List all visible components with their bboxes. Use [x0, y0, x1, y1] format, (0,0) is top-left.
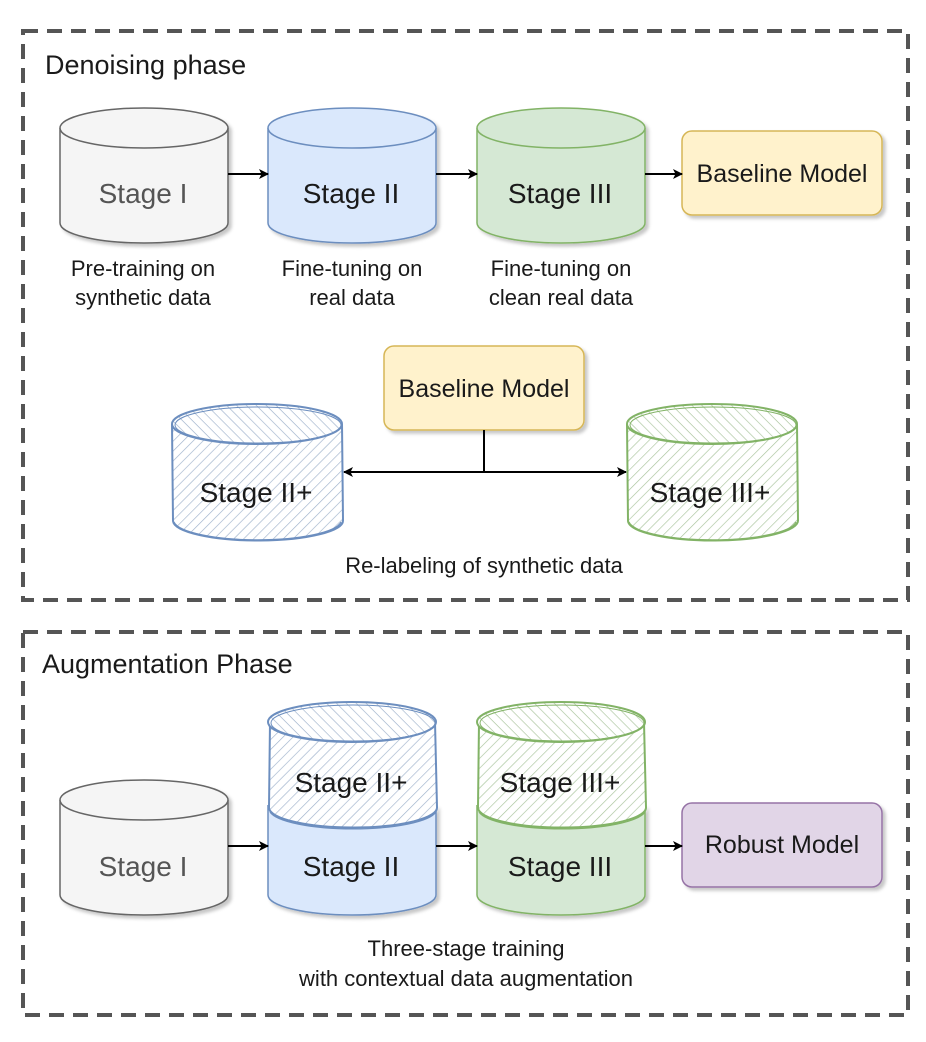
aug-stage3plus-label: Stage III+	[500, 767, 621, 798]
aug-stage1-label: Stage I	[99, 851, 188, 882]
aug-stage3-label: Stage III	[508, 851, 612, 882]
denoise-stage3-label: Stage III	[508, 178, 612, 209]
stage2-caption-line2: real data	[309, 285, 395, 310]
aug-stage1-cylinder	[59, 779, 229, 916]
denoising-phase-border	[21, 29, 910, 602]
denoising-phase-title: Denoising phase	[45, 50, 246, 80]
stage3-caption-line2: clean real data	[489, 285, 634, 310]
augmentation-phase-title: Augmentation Phase	[42, 649, 293, 679]
robust-model-label: Robust Model	[705, 831, 859, 859]
baseline-model-label: Baseline Model	[697, 160, 868, 188]
relabel-baseline-model-label: Baseline Model	[399, 375, 570, 403]
denoise-stage2-cylinder	[267, 107, 437, 244]
denoise-stage1-cylinder	[59, 107, 229, 244]
stage3-caption-line1: Fine-tuning on	[491, 256, 632, 281]
stage1-caption-line2: synthetic data	[75, 285, 212, 310]
denoise-stage2plus-label: Stage II+	[200, 477, 313, 508]
denoise-stage3-cylinder	[476, 107, 646, 244]
aug-stage2plus-label: Stage II+	[295, 767, 408, 798]
stage1-caption-line1: Pre-training on	[71, 256, 215, 281]
denoise-stage1-label: Stage I	[99, 178, 188, 209]
augmentation-phase-panel: Augmentation Phase Stage I Stage II+ Sta…	[21, 630, 910, 1017]
relabel-caption: Re-labeling of synthetic data	[345, 553, 623, 578]
denoise-stage2-label: Stage II	[303, 178, 400, 209]
denoising-phase-panel: Denoising phase Stage I Stage II Stage I…	[21, 29, 910, 602]
denoise-stage3plus-label: Stage III+	[650, 477, 771, 508]
augmentation-phase-border	[21, 630, 910, 1017]
aug-caption-line1: Three-stage training	[368, 936, 565, 961]
aug-stage2-label: Stage II	[303, 851, 400, 882]
aug-stage3plus-cylinder	[476, 701, 648, 830]
denoise-stage3plus-cylinder	[626, 403, 800, 542]
aug-stage2plus-cylinder	[267, 701, 439, 830]
denoise-stage2plus-cylinder	[171, 403, 345, 542]
aug-caption-line2: with contextual data augmentation	[298, 966, 633, 991]
stage2-caption-line1: Fine-tuning on	[282, 256, 423, 281]
